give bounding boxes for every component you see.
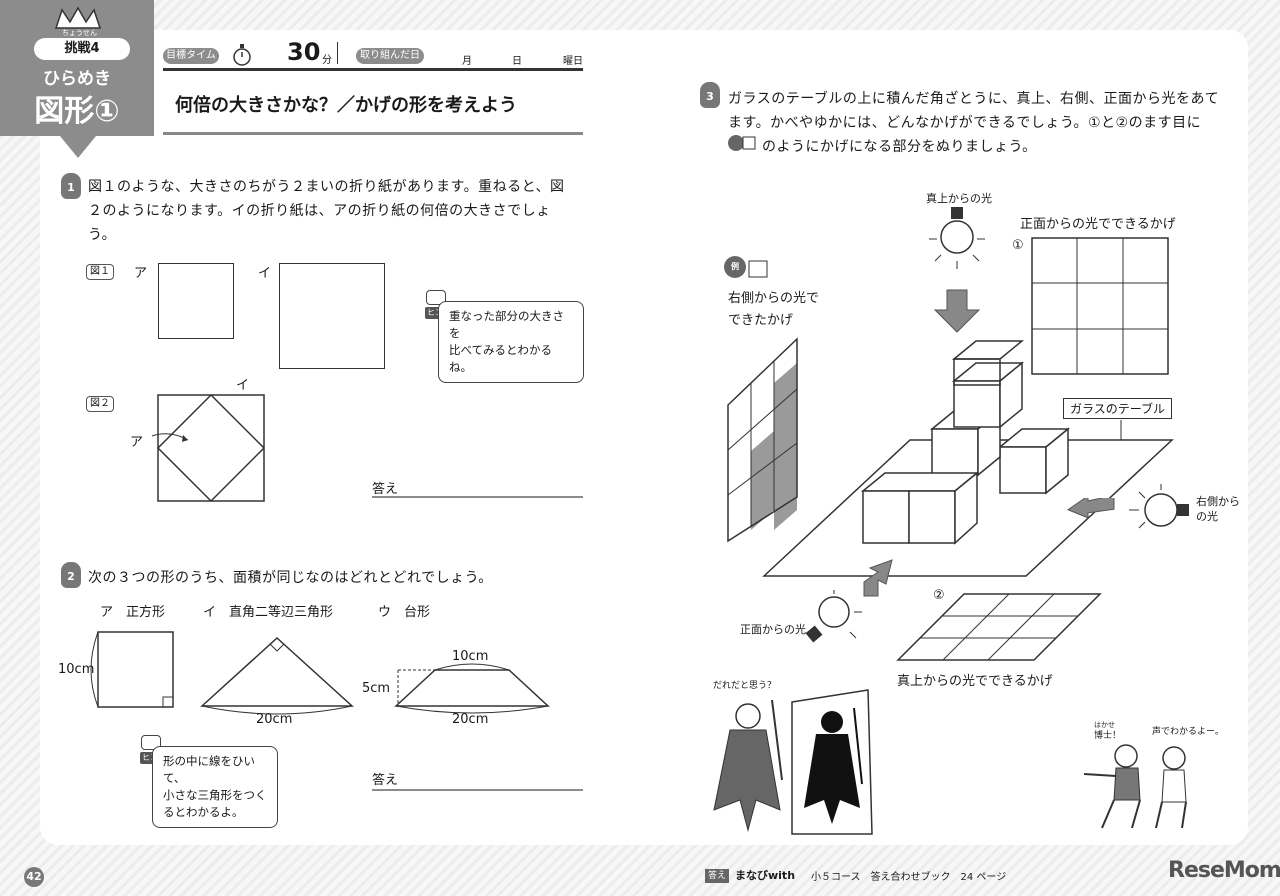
children-characters-illustration [1083, 744, 1187, 829]
target-time-value: 30 [287, 38, 321, 66]
figure-1-label: 図１ [86, 264, 114, 280]
front-light-bulb-icon [805, 590, 862, 643]
right-light-bulb-icon [1129, 484, 1189, 529]
hint-2-line3: るとわかるよ。 [163, 805, 244, 819]
page-number: 42 [24, 867, 44, 887]
hint-2-line1: 形の中に線をひいて、 [163, 754, 255, 785]
light-top-label: 真上からの光 [926, 192, 992, 205]
front-shadow-number: ① [1012, 238, 1024, 253]
trapezoid-top-length: 10cm [452, 649, 489, 664]
up-arrow-icon [863, 559, 893, 597]
stopwatch-icon [233, 44, 251, 66]
example-caption-line2: できたかげ [728, 313, 794, 328]
crown-icon [54, 6, 102, 29]
cube-stack-scene [762, 340, 1174, 577]
header-rule [163, 68, 583, 71]
detective-character-illustration [713, 699, 783, 832]
fig2-paper-i-label: イ [236, 378, 250, 393]
hint-2-box: 形の中に線をひいて、 小さな三角形をつく るとわかるよ。 [152, 746, 278, 828]
question-1-text: 図１のような、大きさのちがう２まいの折り紙があります。重ねると、図 ２のようにな… [88, 175, 578, 247]
q3-line3: のようにかげになる部分をぬりましょう。 [762, 139, 1037, 155]
q1-line1: 図１のような、大きさのちがう２まいの折り紙があります。重ねると、図 [88, 179, 565, 195]
footer-book-title: まなびwith [735, 869, 796, 882]
trapezoid-bottom-length: 20cm [452, 712, 489, 727]
light-front-label: 正面からの光 [740, 623, 806, 636]
silhouette-panel [791, 689, 873, 835]
shape-i-label: イ 直角二等辺三角形 [203, 605, 334, 620]
glass-table-label: ガラスのテーブル [1063, 398, 1173, 419]
unit-title: 図形① [34, 94, 120, 129]
fig1-paper-i-label: イ [258, 266, 272, 281]
light-right-line2: の光 [1196, 510, 1218, 523]
example-marker-icon [728, 135, 756, 151]
day-label: 日 [512, 56, 522, 67]
unit-tag: ちょうせん 挑戦4 ひらめき 図形① [0, 0, 154, 136]
left-arrow-icon [1066, 498, 1115, 519]
weekday-label: 曜日 [563, 56, 583, 67]
front-shadow-caption: 正面からの光でできるかげ [1020, 217, 1176, 232]
shape-a-label: ア 正方形 [100, 605, 166, 620]
triangle-shape [200, 636, 354, 715]
example-badge-icon [724, 256, 768, 278]
down-arrow-icon [933, 289, 981, 333]
q1-line2: ２のようになります。イの折り紙は、アの折り紙の何倍の大きさでしょう。 [88, 203, 551, 243]
speech-voice: 声でわかるよー。 [1152, 727, 1224, 737]
target-time-pill: 目標タイム [163, 48, 219, 64]
figure-2-overlap [151, 393, 266, 503]
figure-2-label: 図２ [86, 396, 114, 412]
example-badge-label: 例 [731, 262, 739, 271]
speech-doctor: 博士！ [1094, 731, 1122, 741]
paper-i-square [279, 263, 385, 369]
header-separator [337, 42, 338, 64]
question-2-number: 2 [61, 562, 81, 588]
example-caption-line1: 右側からの光で [728, 291, 820, 306]
square-side-length: 10cm [58, 662, 95, 677]
front-shadow-grid[interactable] [1031, 237, 1171, 377]
light-right-line1: 右側から [1196, 495, 1240, 508]
challenge-badge: 挑戦4 [34, 38, 130, 60]
hint-2-line2: 小さな三角形をつく [163, 788, 267, 802]
question-3-number: 3 [700, 82, 720, 108]
tag-pointer [60, 136, 96, 158]
target-time-unit: 分 [322, 55, 332, 66]
answer-1-label: 答え [372, 482, 399, 497]
q3-line1: ガラスのテーブルの上に積んだ角ざとうに、真上、右側、正面から光をあて [728, 91, 1220, 107]
trapezoid-shape [394, 663, 550, 714]
speech-who: だれだと思う？ [713, 681, 777, 691]
q3-line2: ます。かべやゆかには、どんなかげができるでしょう。①と②のます目に [728, 115, 1202, 131]
category-label: ひらめき [43, 69, 111, 89]
challenge-ruby: ちょうせん [62, 29, 97, 37]
footer-answer-tag: 答え [705, 869, 729, 883]
question-2-text: 次の３つの形のうち、面積が同じなのはどれとどれでしょう。 [88, 570, 493, 586]
top-shadow-caption: 真上からの光でできるかげ [897, 674, 1053, 689]
footer-book-course: 小５コース 答え合わせブック 24 ページ [811, 872, 1007, 883]
triangle-base-length: 20cm [256, 712, 293, 727]
answer-1-line[interactable] [372, 496, 583, 498]
date-label-pill: 取り組んだ日 [356, 48, 424, 64]
top-shadow-grid[interactable] [896, 592, 1102, 662]
hint-1-line1: 重なった部分の大きさを [449, 309, 564, 340]
page-title: 何倍の大きさかな？／かげの形を考えよう [175, 95, 517, 116]
hint-1-box: 重なった部分の大きさを 比べてみるとわかるね。 [438, 301, 584, 383]
top-shadow-number: ② [933, 588, 945, 603]
square-shape [90, 631, 174, 708]
light-right-label: 右側から の光 [1196, 494, 1240, 524]
fig2-paper-a-label: ア [130, 435, 144, 450]
example-wall-shadow [727, 337, 798, 543]
answer-2-line[interactable] [372, 789, 583, 791]
top-light-bulb-icon [929, 207, 985, 269]
question-1-number: 1 [61, 173, 81, 199]
example-caption: 右側からの光で できたかげ [728, 288, 819, 332]
brand-logo: ReseMom [1168, 858, 1280, 883]
month-label: 月 [462, 56, 472, 67]
speech-doctor-ruby: はかせ [1094, 721, 1115, 729]
hint-1-line2: 比べてみるとわかるね。 [449, 343, 553, 374]
trapezoid-height: 5cm [362, 681, 391, 696]
question-3-text: ガラスのテーブルの上に積んだ角ざとうに、真上、右側、正面から光をあて ます。かべ… [728, 87, 1228, 159]
title-rule [163, 132, 583, 135]
answer-2-label: 答え [372, 773, 399, 788]
shape-u-label: ウ 台形 [378, 605, 431, 620]
paper-a-square [158, 263, 234, 339]
fig1-paper-a-label: ア [134, 266, 148, 281]
